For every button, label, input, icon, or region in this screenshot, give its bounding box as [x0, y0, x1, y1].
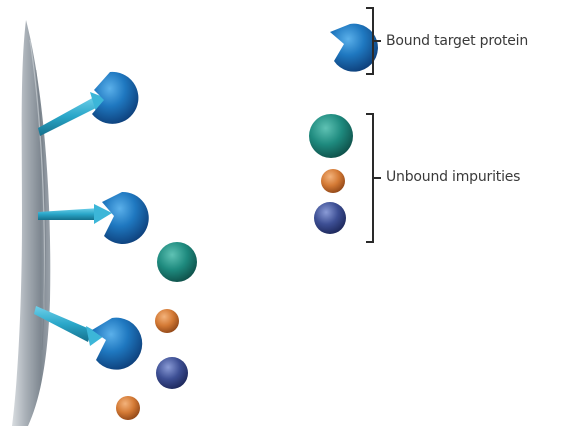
legend-unbound	[309, 113, 381, 243]
teal-sphere-icon	[309, 114, 353, 158]
orange-sphere-icon	[155, 309, 179, 333]
legend-label-bound: Bound target protein	[386, 33, 529, 49]
bound-complex-1	[38, 71, 139, 136]
orange-sphere-icon	[321, 169, 345, 193]
navy-sphere-icon	[156, 357, 188, 389]
orange-sphere-icon	[116, 396, 140, 420]
matrix-surface	[12, 20, 51, 426]
legend-bracket-unbound	[366, 113, 381, 243]
ligand-tip	[94, 204, 112, 224]
target-protein-sphere	[102, 191, 149, 244]
navy-sphere-icon	[314, 202, 346, 234]
teal-sphere-icon	[157, 242, 197, 282]
ligand-arm	[38, 96, 100, 136]
legend-bracket-bound	[366, 7, 381, 75]
legend-label-unbound: Unbound impurities	[386, 169, 521, 185]
ligand-tip	[86, 326, 104, 346]
bound-complex-2	[38, 191, 149, 244]
target-protein-sphere	[92, 71, 139, 124]
legend-bound	[330, 7, 381, 75]
ligand-arm	[34, 306, 92, 342]
bound-complex-3	[34, 306, 143, 370]
pac-sphere-icon	[330, 23, 378, 72]
ligand-arm	[38, 208, 100, 220]
target-protein-sphere	[92, 317, 143, 370]
